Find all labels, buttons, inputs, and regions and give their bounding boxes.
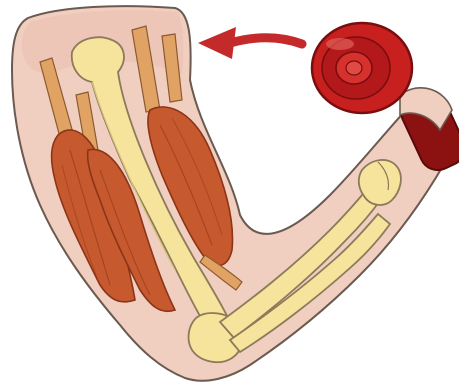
wrist-bones <box>359 160 401 205</box>
curved-arrow-left-icon <box>198 27 302 59</box>
